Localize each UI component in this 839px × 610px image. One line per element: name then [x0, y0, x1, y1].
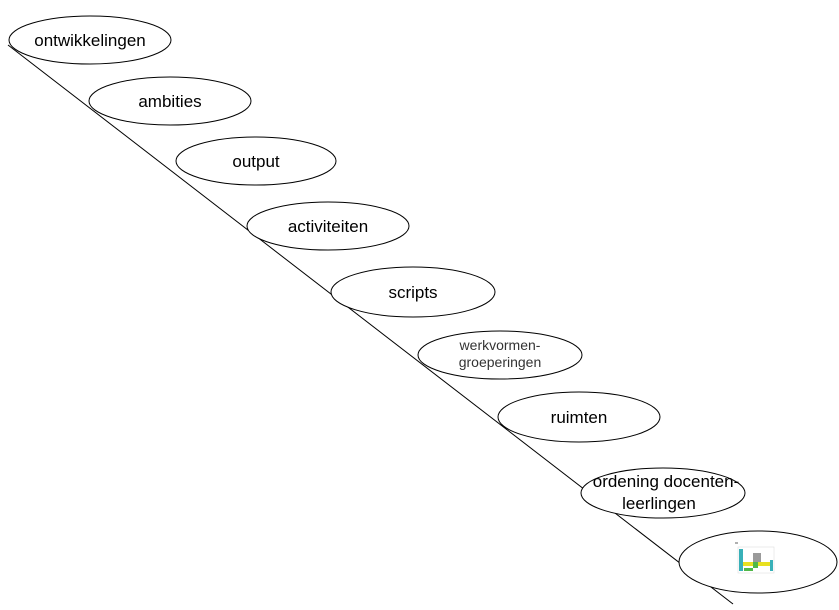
node-ruimten: ruimten [497, 391, 661, 443]
node-label: ruimten [551, 408, 608, 427]
node-label: activiteiten [288, 217, 368, 236]
node-label: output [232, 152, 280, 171]
node-label: ambities [138, 92, 201, 111]
node-floorplan [678, 530, 838, 594]
node-ordening-docenten-leerlingen: ordening docenten- leerlingen [580, 467, 746, 519]
node-ellipse [580, 467, 746, 519]
node-label: scripts [388, 283, 437, 302]
node-ellipse [175, 136, 337, 186]
node-ellipse [417, 330, 583, 380]
node-ellipse [497, 391, 661, 443]
node-activiteiten: activiteiten [246, 201, 410, 251]
node-scripts: scripts [330, 266, 496, 318]
floorplan-thumbnail-icon [735, 542, 775, 574]
node-label-line-1: werkvormen- [459, 337, 541, 353]
node-label-line-1: ordening docenten- [593, 472, 740, 491]
node-ellipse [88, 76, 252, 126]
diagonal-line [7, 44, 734, 605]
node-output: output [175, 136, 337, 186]
node-ellipse [246, 201, 410, 251]
node-label-line-2: leerlingen [622, 494, 696, 513]
node-ontwikkelingen: ontwikkelingen [8, 15, 172, 65]
node-ellipse [8, 15, 172, 65]
node-label: ontwikkelingen [34, 31, 146, 50]
node-ambities: ambities [88, 76, 252, 126]
node-werkvormen-groeperingen: werkvormen- groeperingen [417, 330, 583, 380]
node-ellipse [330, 266, 496, 318]
node-label-line-2: groeperingen [459, 354, 542, 370]
